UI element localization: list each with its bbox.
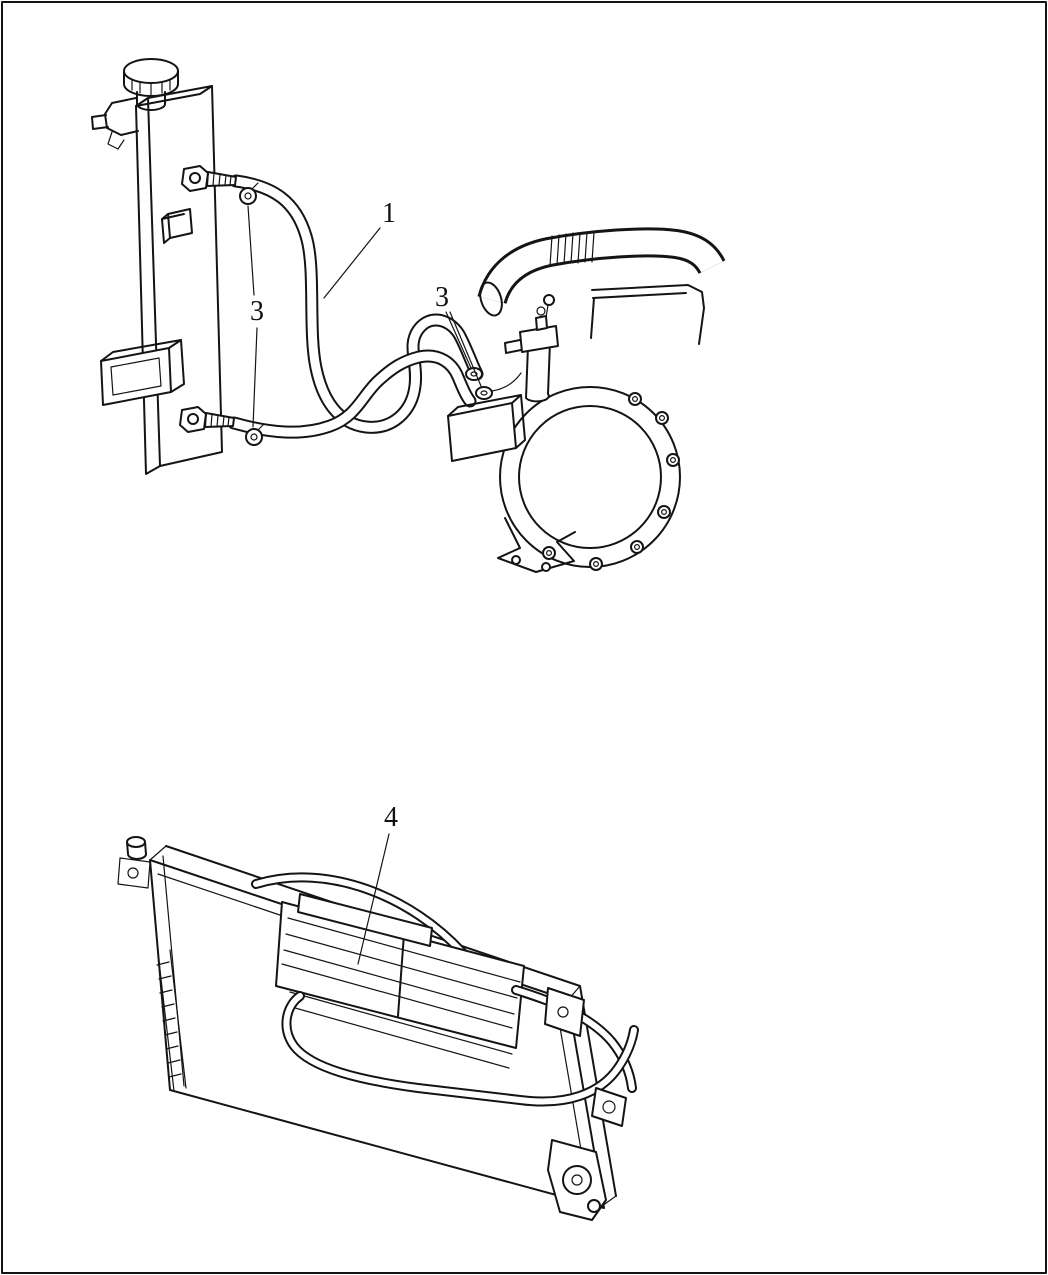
cooler-line-fitting-lower [179, 406, 235, 433]
cooler-line-fitting-upper [181, 165, 237, 192]
side-fin-strip [156, 949, 187, 1092]
engine-transmission [447, 227, 726, 573]
callout-3-left-label: 3 [250, 296, 264, 327]
cooler-lines-front [281, 985, 639, 1107]
right-bottom-fitting [547, 1139, 607, 1221]
hose-clip-upper [239, 182, 259, 205]
callout-1-label: 1 [382, 198, 396, 229]
callout-3-right-label: 3 [435, 282, 449, 313]
hose-clamp [543, 294, 555, 306]
hose-fitting-engine [491, 306, 559, 403]
callout-3-right-leaders [445, 311, 482, 387]
callout-1-leader [323, 227, 381, 299]
bell-housing-bolts [542, 392, 680, 571]
right-top-bracket [544, 987, 585, 1037]
lower-bracket [497, 517, 576, 573]
callouts: 1 3 3 4 [247, 198, 482, 965]
drain-cap [117, 836, 151, 889]
hose-clip-lower [245, 423, 265, 446]
mount-bracket [447, 394, 526, 462]
radiator-cap [91, 58, 179, 150]
callout-3-left-leaders [247, 205, 258, 428]
radiator-condenser-assembly [117, 836, 639, 1221]
callout-4-leader [357, 833, 390, 965]
right-mid-tab [591, 1087, 627, 1127]
hose-clips-engine [465, 367, 493, 400]
transmission-cooler-hoses [227, 174, 484, 439]
radiator-hose [477, 227, 726, 317]
callout-4-label: 4 [384, 802, 398, 833]
aux-transmission-cooler [275, 893, 525, 1069]
bell-housing [499, 386, 681, 571]
